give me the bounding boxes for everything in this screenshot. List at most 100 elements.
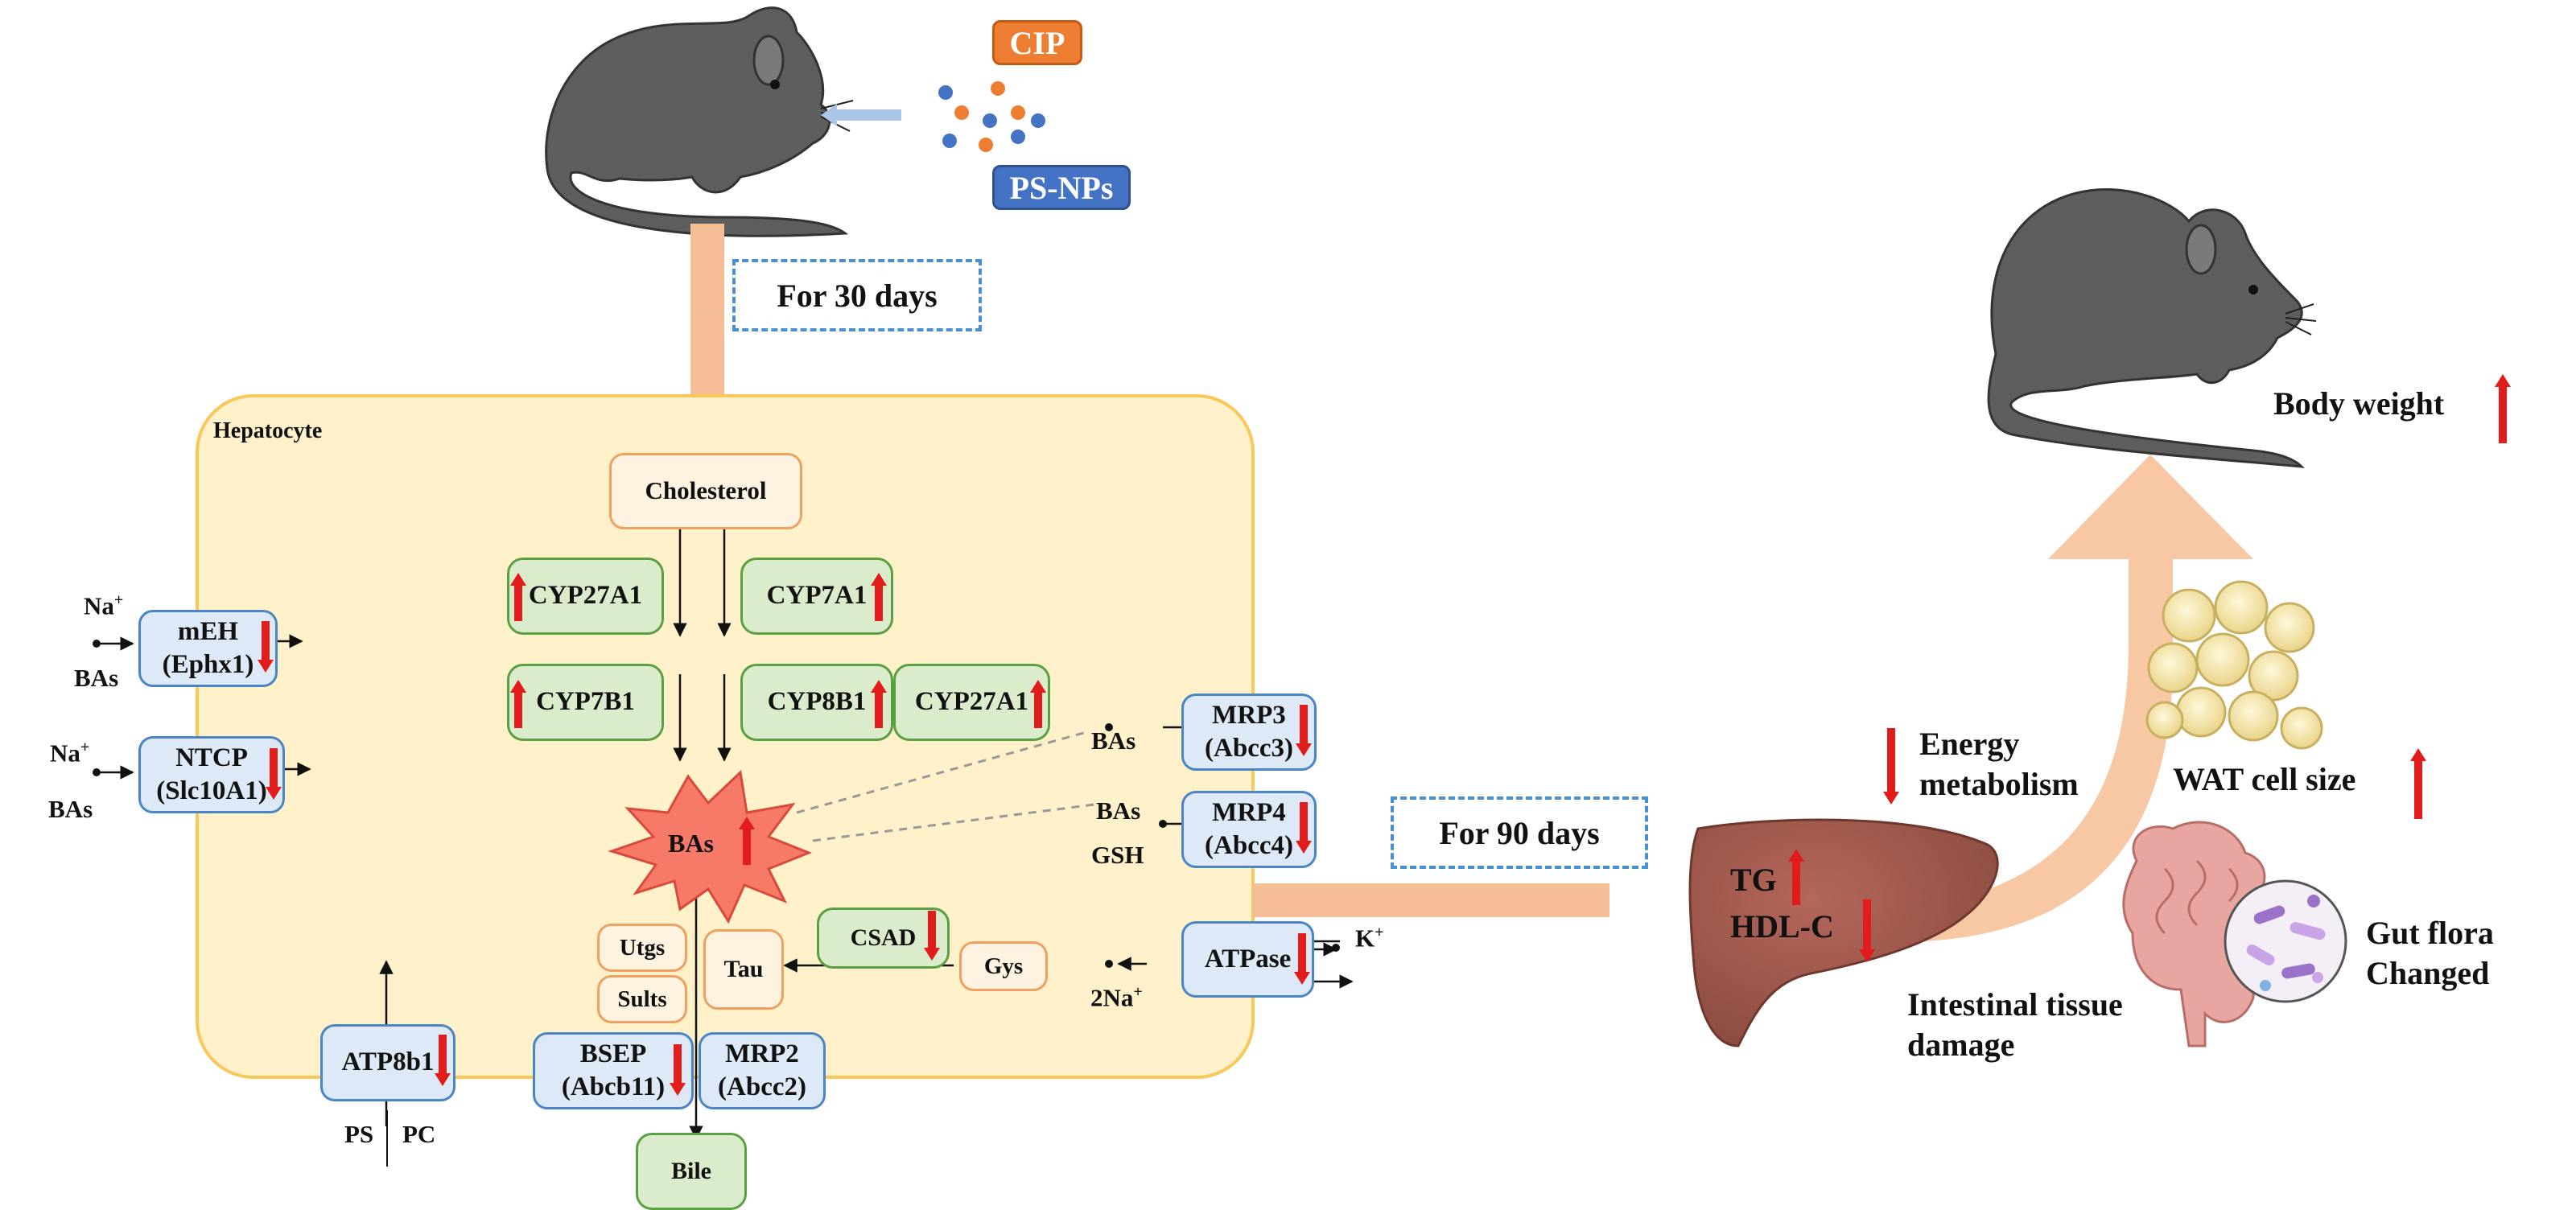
gut-flora-icon [2224,879,2347,1003]
up-arrow-icon [1788,849,1809,905]
csad-label: CSAD [850,924,917,952]
body-weight-label: Body weight [2273,385,2445,422]
energy-metabolism-label: Energy metabolism [1919,724,2079,805]
bas-label: BAs [668,829,714,858]
intestinal-line2: damage [1907,1027,2015,1063]
cyp7b1-label: CYP7B1 [536,687,635,717]
tg-label: TG [1730,862,1777,898]
na-mid-text: Na [50,739,80,768]
down-arrow-icon [1859,899,1882,962]
ntcp-gene: (Slc10A1) [156,776,267,805]
down-arrow-icon [1883,728,1906,805]
bsep-gene: (Abcb11) [561,1072,666,1101]
adipocyte-cluster-icon [2145,580,2323,750]
down-arrow-icon [258,621,274,673]
na-mid-label: Na+ [50,739,89,768]
membrane-divider [386,1110,388,1167]
export-dashes [796,731,1095,842]
gut-line2: Changed [2366,955,2490,991]
cyp7a1-node: CYP7A1 [740,558,893,635]
na-top-text: Na [84,591,114,620]
two-na-sup: + [1133,983,1143,1001]
mrp4-name: MRP4 [1212,797,1286,827]
na-mid-sup: + [80,739,90,756]
cyp7a1-label: CYP7A1 [766,581,868,611]
flow-to-obesity [1923,559,2173,941]
cyp8b1-node: CYP8B1 [740,664,893,741]
up-arrow-icon [1030,680,1046,728]
hepatocyte-title: Hepatocyte [213,418,323,443]
flow-connector-30days [690,224,724,394]
gut-flora-label: Gut flora Changed [2366,913,2494,994]
down-arrow-icon [435,1035,451,1086]
up-arrow-icon [871,680,887,728]
up-arrow-icon [739,817,755,865]
na-top-label: Na+ [84,591,123,620]
cyp27a1-right-label: CYP27A1 [914,687,1029,717]
meh-gene: (Ephx1) [162,650,254,679]
mrp4-transporter: MRP4 (Abcc4) [1181,791,1317,868]
two-na-text: 2Na [1090,983,1134,1012]
mouse-right-icon [1987,188,2317,468]
ntcp-transporter: NTCP (Slc10A1) [138,736,285,813]
gys-node: Gys [959,941,1048,991]
atpase-transporter: ATPase [1181,921,1314,998]
bile-node: Bile [636,1133,747,1210]
up-arrow-icon [2410,748,2433,819]
up-arrow-icon [510,573,526,621]
down-arrow-icon [266,748,282,800]
ntcp-name: NTCP [175,743,248,772]
cip-badge: CIP [992,20,1082,65]
sults-node: Sults [597,975,687,1023]
down-arrow-icon [1296,802,1312,854]
cyp7b1-node: CYP7B1 [507,664,664,741]
mrp3-transporter: MRP3(Abcc3) [1181,693,1317,771]
up-arrow-icon [510,680,526,728]
cyp27a1-left-label: CYP27A1 [528,581,643,611]
mrp4-gene: (Abcc4) [1205,831,1293,860]
energy-line2: metabolism [1919,766,2079,802]
two-na-label: 2Na+ [1090,983,1143,1012]
gsh-mrp4-label: GSH [1091,841,1144,869]
mouse-top-icon [545,6,855,237]
mrp2-transporter: MRP2(Abcc2) [699,1032,826,1109]
intestinal-damage-label: Intestinal tissue damage [1907,985,2123,1065]
up-arrow-icon [871,573,887,621]
bsep-name: BSEP [579,1039,647,1068]
ps-nps-badge: PS-NPs [992,165,1131,210]
bas-mid-label: BAs [48,795,93,823]
liver-icon [1688,818,1999,1047]
k-text: K [1355,924,1375,953]
down-arrow-icon [1294,933,1310,985]
bas-top-label: BAs [74,664,119,692]
hdlc-label: HDL-C [1730,908,1834,945]
mrp3-name: MRP3 [1212,700,1286,730]
k-plus-label: K+ [1355,924,1384,953]
flow-to-liver [1253,883,1609,917]
cyp27a1-right-node: CYP27A1 [893,664,1050,741]
bas-mrp4-label: BAs [1096,796,1141,825]
meh-transporter: mEH (Ephx1) [138,610,278,687]
bas-mrp3-label: BAs [1091,726,1136,755]
pc-label: PC [402,1120,436,1148]
tau-node: Tau [703,929,784,1010]
atp8b1-name: ATP8b1 [341,1047,435,1077]
energy-line1: Energy [1919,726,2020,762]
meh-name: mEH [177,616,239,646]
cyp8b1-label: CYP8B1 [767,687,867,717]
utgs-node: Utgs [597,924,687,972]
cholesterol-node: Cholesterol [609,453,802,529]
mrp2-gene: (Abcc2) [718,1072,806,1101]
intestinal-line1: Intestinal tissue [1907,986,2123,1023]
up-arrow-icon [2495,374,2517,443]
down-arrow-icon [1296,705,1312,756]
atp8b1-transporter: ATP8b1 [320,1024,455,1101]
gut-line1: Gut flora [2366,915,2494,951]
bsep-transporter: BSEP (Abcb11) [533,1032,694,1109]
na-top-sup: + [113,591,124,609]
duration-30-days: For 30 days [732,259,982,331]
cyp27a1-left-node: CYP27A1 [507,558,664,635]
wat-label: WAT cell size [2173,761,2356,797]
